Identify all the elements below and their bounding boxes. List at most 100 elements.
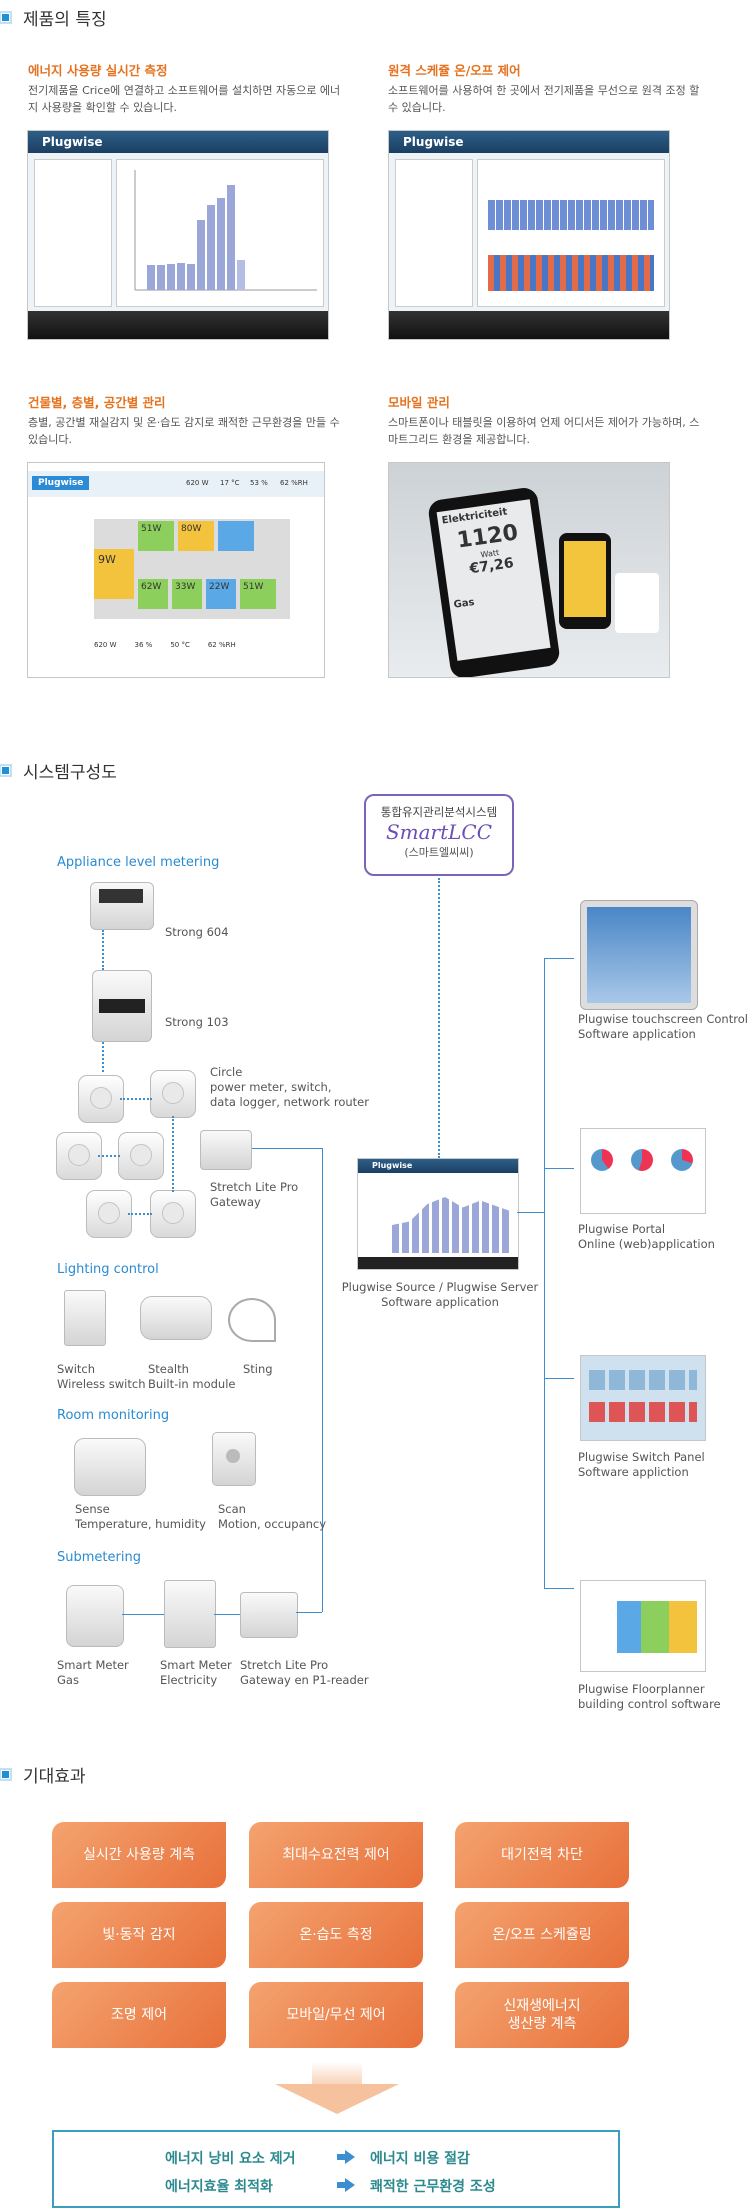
portal-screenshot <box>580 1128 706 1214</box>
device-tree-panel <box>34 159 112 307</box>
screenshot-usage-chart: Plugwise <box>27 130 329 340</box>
result-from: 에너지 낭비 요소 제거 <box>165 2151 296 2167</box>
plug-gateway <box>615 573 659 633</box>
touchscreen-device <box>580 900 698 1010</box>
sense-device <box>74 1438 146 1496</box>
section-title-features: 제품의 특징 <box>0 5 107 30</box>
down-arrow-shaft <box>312 2062 362 2084</box>
section-title-text: 기대효과 <box>23 1767 86 1787</box>
label-app-floorplanner: Plugwise Floorplanner building control s… <box>578 1682 721 1711</box>
stat-power: 620 W <box>186 479 209 487</box>
label-sense: Sense Temperature, humidity <box>75 1502 206 1531</box>
circle-plug <box>150 1070 196 1118</box>
stat-occupancy: 53 % <box>250 479 268 487</box>
section-bullet-icon <box>0 1768 12 1781</box>
effect-card: 온·습도 측정 <box>249 1902 423 1968</box>
effect-card: 실시간 사용량 계측 <box>52 1822 226 1888</box>
smartphone: Elektriciteit 1120 Watt €7,26 Gas <box>427 486 561 677</box>
plugwise-footer <box>28 311 328 339</box>
label-strong103: Strong 103 <box>165 1015 229 1029</box>
stretch-p1-gateway <box>240 1592 298 1638</box>
room-value: 51W <box>240 579 276 609</box>
circle-plug <box>150 1190 196 1238</box>
label-gas-meter: Smart Meter Gas <box>57 1658 129 1687</box>
heading-room: Room monitoring <box>57 1408 170 1423</box>
section-bullet-icon <box>0 764 12 777</box>
section-title-system: 시스템구성도 <box>0 758 117 783</box>
switch-device <box>64 1290 106 1346</box>
label-app-switch-panel: Plugwise Switch Panel Software applictio… <box>578 1450 705 1479</box>
room-value: 80W <box>178 521 214 551</box>
effect-card: 빛·동작 감지 <box>52 1902 226 1968</box>
stealth-device <box>140 1296 212 1340</box>
schedule-tree-panel <box>395 159 473 307</box>
second-phone <box>559 533 611 629</box>
effect-card: 조명 제어 <box>52 1982 226 2048</box>
gas-meter <box>66 1585 124 1647</box>
circle-plug <box>118 1132 164 1180</box>
smartlcc-box: 통합유지관리분석시스템 SmartLCC (스마트엘씨씨) <box>364 794 514 876</box>
brand-label: Plugwise <box>403 135 464 149</box>
floorplanner-screenshot <box>580 1580 706 1672</box>
result-box <box>52 2130 620 2208</box>
label-app-touchscreen: Plugwise touchscreen Control Software ap… <box>578 1012 748 1041</box>
effect-card: 신재생에너지 생산량 계측 <box>455 1982 629 2048</box>
floor-bottom-stats: 620 W 36 % 50 °C 62 %RH <box>94 641 236 649</box>
label-circle: Circle power meter, switch, data logger,… <box>210 1065 369 1109</box>
label-stealth: Stealth Built-in module <box>148 1362 236 1391</box>
feature-desc: 소프트웨어를 사용하여 한 곳에서 전기제품을 무선으로 원격 조정 할 수 있… <box>388 84 700 114</box>
brand-label: Plugwise <box>42 135 103 149</box>
effect-card: 최대수요전력 제어 <box>249 1822 423 1888</box>
section-title-text: 제품의 특징 <box>23 10 107 30</box>
smartlcc-logo: SmartLCC <box>385 820 493 844</box>
effect-card: 모바일/무선 제어 <box>249 1982 423 2048</box>
chart-panel <box>116 159 324 307</box>
sting-device <box>228 1298 276 1342</box>
feature-title: 건물별, 층별, 공간별 관리 <box>28 395 166 410</box>
feature-desc: 층별, 공간별 재실감지 및 온·습도 감지로 쾌적한 근무환경을 만들 수 있… <box>28 416 340 446</box>
brand-label: Plugwise <box>32 476 90 490</box>
screenshot-floorplan: Plugwise 620 W 17 °C 53 % 62 %RH 9W 51W … <box>27 462 325 678</box>
heading-lighting: Lighting control <box>57 1262 159 1277</box>
screenshot-schedule: Plugwise <box>388 130 670 340</box>
circle-plug <box>56 1132 102 1180</box>
label-elec-meter: Smart Meter Electricity <box>160 1658 232 1687</box>
photo-mobile-management: Elektriciteit 1120 Watt €7,26 Gas <box>388 462 670 678</box>
section-title-text: 시스템구성도 <box>23 763 117 783</box>
plugwise-header: Plugwise <box>389 131 669 153</box>
stretch-gateway <box>200 1130 252 1170</box>
label-app-portal: Plugwise Portal Online (web)application <box>578 1222 715 1251</box>
stat-humidity: 62 %RH <box>280 479 308 487</box>
schedule-grid-panel <box>477 159 665 307</box>
result-to: 쾌적한 근무환경 조성 <box>370 2179 496 2195</box>
switch-panel-screenshot <box>580 1355 706 1441</box>
feature-title: 모바일 관리 <box>388 395 450 410</box>
effect-card: 온/오프 스케쥴링 <box>455 1902 629 1968</box>
scan-device <box>212 1432 256 1486</box>
circle-plug <box>86 1190 132 1238</box>
result-from: 에너지효율 최적화 <box>165 2179 273 2195</box>
label-stretch-p1: Stretch Lite Pro Gateway en P1-reader <box>240 1658 369 1687</box>
label-stretch: Stretch Lite Pro Gateway <box>210 1180 299 1209</box>
room-value: 62W <box>138 579 168 609</box>
result-to: 에너지 비용 절감 <box>370 2151 470 2167</box>
electricity-meter <box>164 1580 216 1648</box>
arrow-right-icon <box>337 2150 355 2164</box>
circle-plug <box>78 1075 124 1123</box>
server-screenshot: Plugwise <box>357 1158 519 1270</box>
arrow-right-icon <box>337 2178 355 2192</box>
section-title-effects: 기대효과 <box>0 1762 86 1787</box>
heading-appliance: Appliance level metering <box>57 855 220 870</box>
plugwise-footer <box>389 311 669 339</box>
room-value: 9W <box>94 549 134 599</box>
label-switch: Switch Wireless switch <box>57 1362 146 1391</box>
label-strong604: Strong 604 <box>165 925 229 939</box>
usage-bar-chart <box>134 170 317 291</box>
down-arrow-icon <box>275 2084 399 2114</box>
heading-submetering: Submetering <box>57 1550 141 1565</box>
plugwise-header: Plugwise <box>28 131 328 153</box>
effect-card: 대기전력 차단 <box>455 1822 629 1888</box>
label-source: Plugwise Source / Plugwise Server Softwa… <box>341 1280 539 1309</box>
room-value: 33W <box>172 579 202 609</box>
floorplan-map: 9W 51W 80W 62W 33W 22W 51W <box>94 519 290 619</box>
